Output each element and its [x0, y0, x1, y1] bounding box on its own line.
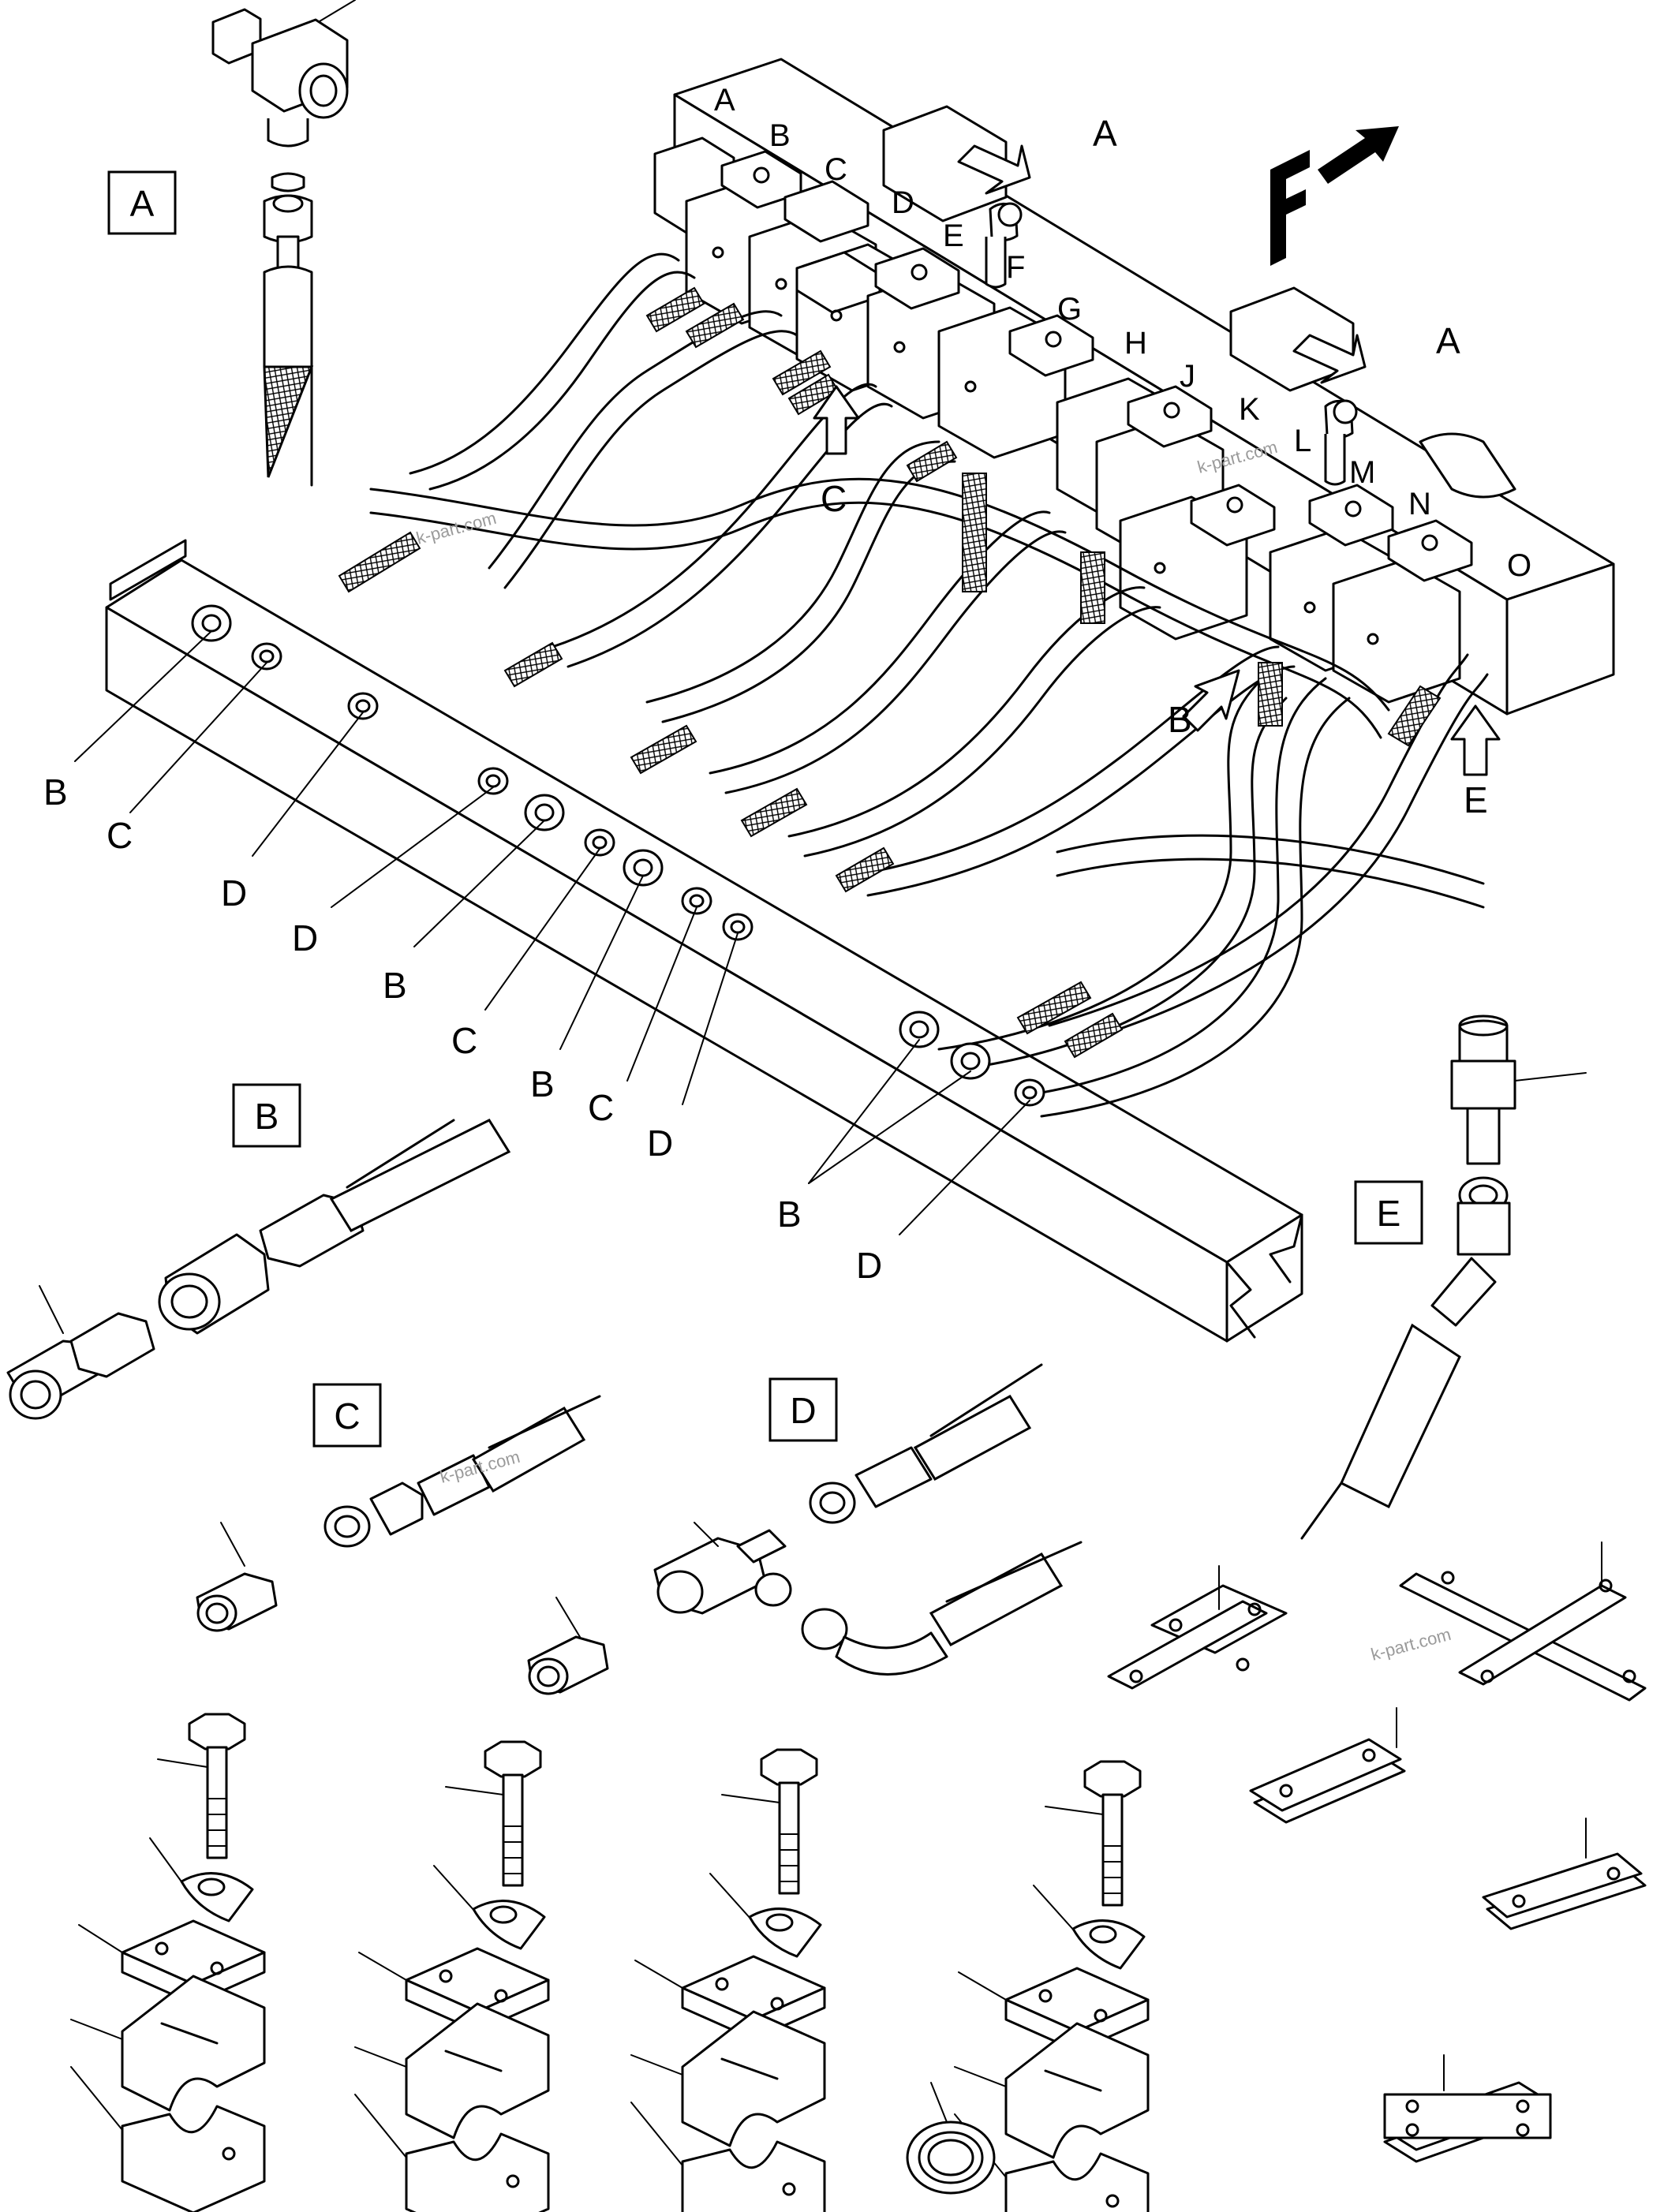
svg-text:H: H — [1124, 326, 1147, 361]
svg-text:B: B — [777, 1194, 802, 1235]
elbow-fittings — [985, 202, 1358, 486]
section-callouts: A B C D E F G H J K L M N O — [714, 83, 1531, 583]
detail-a-fitting — [211, 0, 356, 487]
svg-text:k-part.com: k-part.com — [1369, 1624, 1453, 1665]
svg-text:A: A — [1093, 113, 1117, 154]
svg-text:E: E — [1464, 779, 1488, 820]
svg-text:A: A — [1436, 320, 1460, 361]
svg-text:C: C — [451, 1020, 477, 1061]
svg-text:C: C — [334, 1396, 360, 1437]
svg-text:C: C — [588, 1087, 614, 1128]
svg-text:D: D — [647, 1123, 673, 1164]
svg-text:B: B — [769, 118, 791, 153]
clamp-stack-1 — [70, 1713, 266, 2212]
front-direction-mark — [1270, 126, 1399, 266]
svg-text:F: F — [1006, 250, 1025, 285]
svg-text:D: D — [221, 872, 247, 914]
svg-text:A: A — [130, 183, 155, 224]
svg-text:E: E — [1377, 1193, 1401, 1234]
detail-e-fitting: E — [1300, 1014, 1587, 1540]
detail-d-fitting: D — [527, 1363, 1083, 1695]
svg-text:K: K — [1239, 392, 1260, 427]
svg-text:C: C — [107, 815, 133, 856]
hoses — [338, 252, 1489, 1118]
plate-parts — [1107, 1541, 1647, 2163]
svg-text:A: A — [714, 83, 735, 118]
clamp-stack-3 — [630, 1748, 826, 2212]
svg-text:B: B — [43, 772, 68, 813]
svg-text:B: B — [255, 1096, 279, 1137]
svg-text:N: N — [1408, 487, 1431, 521]
hose-leader-labels: B C D D B C B C D B D — [43, 630, 1030, 1286]
svg-text:B: B — [530, 1063, 555, 1104]
svg-text:C: C — [825, 152, 847, 187]
view-arrows: A A C B E — [813, 113, 1501, 820]
svg-text:B: B — [383, 965, 407, 1006]
clamp-stacks — [70, 1713, 1150, 2212]
clamp-stack-4 — [954, 1760, 1150, 2212]
svg-text:k-part.com: k-part.com — [414, 508, 499, 548]
svg-text:B: B — [1168, 699, 1192, 740]
detail-box-a: A — [107, 170, 177, 235]
svg-text:M: M — [1349, 455, 1375, 490]
svg-text:C: C — [821, 478, 847, 519]
clamp-stack-2 — [354, 1740, 550, 2212]
svg-text:E: E — [943, 219, 964, 253]
svg-text:D: D — [892, 185, 914, 220]
svg-text:D: D — [292, 917, 318, 958]
grommet — [906, 2082, 996, 2195]
svg-text:G: G — [1057, 292, 1082, 327]
valve-sections — [685, 150, 1473, 704]
svg-text:D: D — [790, 1390, 816, 1431]
detail-c-fitting: C — [196, 1383, 601, 1632]
svg-text:D: D — [856, 1245, 882, 1286]
svg-text:O: O — [1507, 548, 1531, 583]
svg-text:J: J — [1180, 359, 1195, 394]
detail-b-fitting: B — [6, 1083, 511, 1420]
svg-text:L: L — [1294, 424, 1311, 458]
